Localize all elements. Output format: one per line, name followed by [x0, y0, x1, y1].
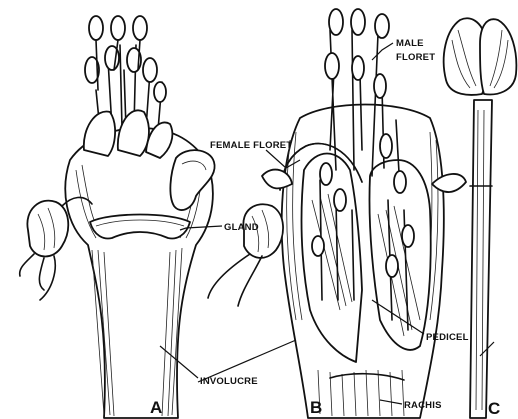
- label-rachis: RACHIS: [404, 400, 442, 411]
- panel-label-a: A: [150, 398, 162, 417]
- panel-label-c: C: [488, 399, 500, 418]
- label-involucre: INVOLUCRE: [200, 376, 258, 387]
- label-male-floret-line1: MALE: [396, 38, 424, 49]
- panel-label-b: B: [310, 398, 322, 417]
- label-pedicel: PEDICEL: [426, 332, 469, 343]
- label-male-floret-line2: FLORET: [396, 52, 435, 63]
- label-female-floret: FEMALE FLORET: [210, 140, 292, 151]
- label-gland: GLAND: [224, 222, 259, 233]
